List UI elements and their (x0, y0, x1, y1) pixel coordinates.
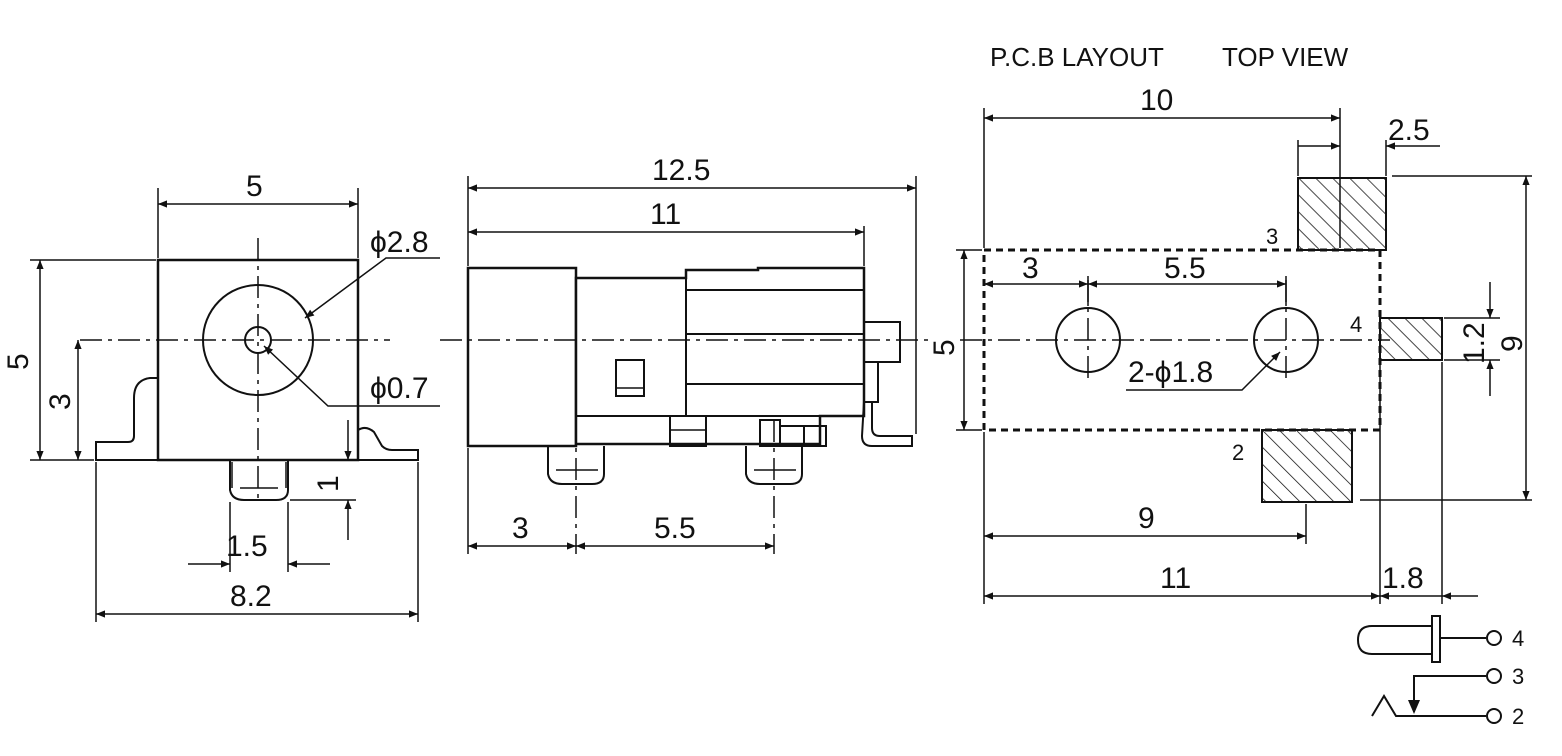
side-pin-offset-label: 3 (512, 512, 529, 545)
front-view: 5 5 3 ϕ2.8 ϕ0.7 1 1.5 8.2 (2, 170, 440, 622)
side-rear-leg (860, 401, 913, 447)
pcb-body-height-label: 5 (928, 339, 961, 356)
front-inner-diameter-label: ϕ0.7 (370, 372, 429, 405)
pcb-layout-view: 3 4 2 10 2.5 3 5.5 2-ϕ1.8 5 1.2 (928, 84, 1532, 604)
schematic-terminal-3 (1486, 668, 1502, 684)
pcb-pad-4-label: 4 (1350, 312, 1362, 337)
pcb-pad-3-label: 3 (1266, 224, 1278, 249)
pcb-pad-3 (1297, 177, 1387, 251)
front-outer-diameter-label: ϕ2.8 (370, 226, 429, 259)
side-pin-2 (745, 446, 803, 485)
side-view: 12.5 11 3 5.5 (440, 154, 930, 554)
schematic-terminal-2 (1486, 708, 1502, 724)
schematic-terminal-2-label: 2 (1512, 704, 1524, 729)
top-view-title: TOP VIEW (1222, 42, 1349, 72)
pcb-layout-title: P.C.B LAYOUT (990, 42, 1164, 72)
side-overall-length-label: 12.5 (652, 154, 710, 187)
side-pin-pitch-label: 5.5 (654, 512, 696, 545)
side-window (615, 359, 645, 397)
schematic-terminal-4-label: 4 (1512, 626, 1524, 651)
front-height-label: 5 (2, 353, 35, 370)
pcb-top-width-label: 10 (1140, 84, 1173, 117)
pcb-pad-width-label: 2.5 (1388, 114, 1430, 147)
schematic-terminal-3-label: 3 (1512, 664, 1524, 689)
front-pin-width-label: 1.5 (226, 530, 268, 563)
pcb-pin4-length-label: 1.8 (1382, 562, 1424, 595)
side-rear-nub (863, 321, 901, 363)
pcb-overall-height-label: 9 (1496, 335, 1529, 352)
front-left-leg (95, 377, 158, 461)
side-front-block (466, 266, 578, 448)
pcb-hole-spec-label: 2-ϕ1.8 (1128, 356, 1213, 389)
pcb-pad4-height-label: 1.2 (1458, 322, 1491, 364)
side-pin-1 (547, 446, 605, 485)
pcb-hole-pitch-label: 5.5 (1164, 252, 1206, 285)
schematic-terminal-4 (1486, 630, 1502, 646)
front-overall-width-label: 8.2 (230, 580, 272, 613)
front-width-label: 5 (246, 170, 263, 203)
pcb-hole-offset-label: 3 (1022, 252, 1039, 285)
side-body-length-label: 11 (650, 198, 681, 231)
pcb-pad-2-label: 2 (1232, 440, 1244, 465)
front-pin-drop-label: 1 (312, 475, 345, 492)
pcb-pad-4 (1379, 317, 1443, 361)
pcb-body-length-label: 11 (1160, 562, 1191, 595)
schematic-symbol: 4 3 2 (1356, 615, 1524, 729)
schematic-plug (1356, 625, 1432, 655)
front-center-height-label: 3 (44, 393, 77, 410)
front-pin (229, 460, 289, 501)
pcb-pad2-position-label: 9 (1138, 502, 1155, 535)
pcb-pad-2 (1261, 429, 1353, 503)
front-right-leg (357, 426, 419, 461)
side-main-body (574, 266, 866, 446)
